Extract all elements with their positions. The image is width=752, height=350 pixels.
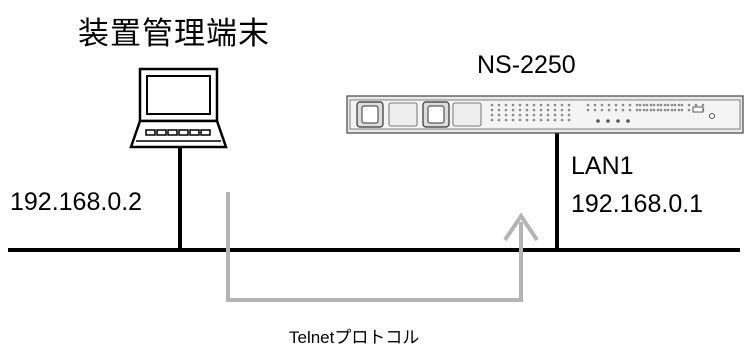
rack-server-icon <box>346 95 744 134</box>
pc-ip-label: 192.168.0.2 <box>10 188 143 216</box>
lan-ip-label: 192.168.0.1 <box>571 190 704 218</box>
protocol-label: Telnetプロトコル <box>289 328 420 347</box>
telnet-arrow-path <box>226 192 523 302</box>
terminal-title: 装置管理端末 <box>78 16 270 52</box>
telnet-arrowhead <box>503 212 539 242</box>
device-name-label: NS-2250 <box>477 51 576 79</box>
laptop-icon <box>129 67 228 149</box>
lan-port-label: LAN1 <box>571 152 634 180</box>
